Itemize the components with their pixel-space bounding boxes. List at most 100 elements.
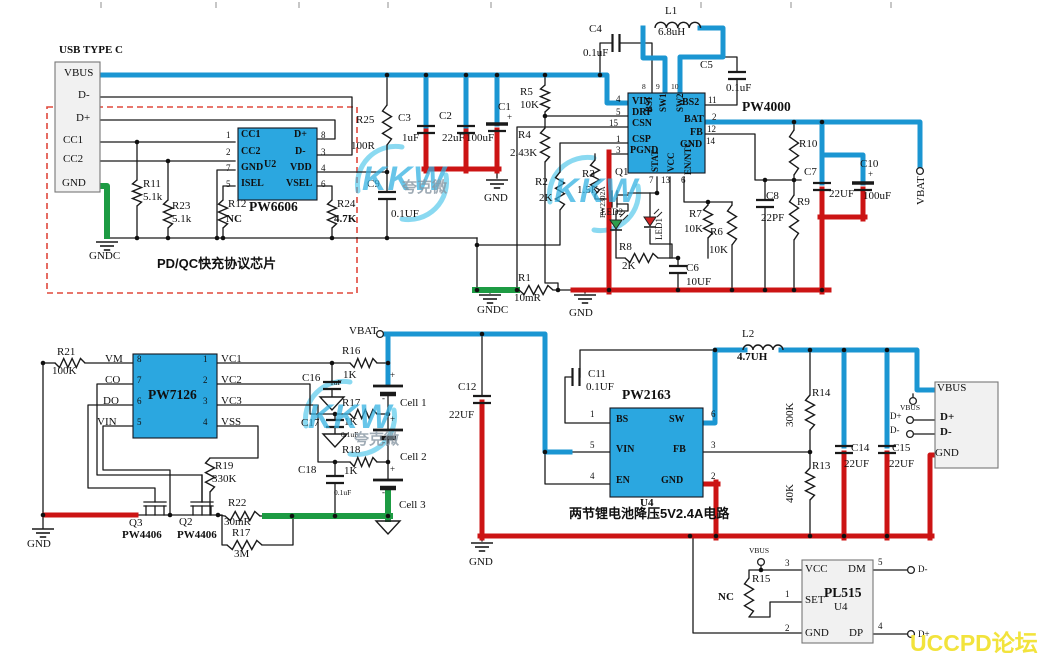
c6-val: 10UF	[686, 276, 712, 288]
usb-out-term-dminus: D-	[890, 425, 900, 435]
c1-val: 100uF	[466, 132, 495, 144]
r6-val: 10K	[709, 244, 728, 256]
c1-plus: +	[507, 112, 513, 122]
pw6606-pin8: D+	[294, 129, 307, 140]
c3-ref: C3	[398, 112, 411, 124]
c18-val: 0.1uF	[334, 488, 352, 497]
pw4000-pin1-num: 1	[616, 134, 621, 144]
pw7126-pin7-num: 7	[137, 375, 142, 385]
watermark-kkw-1: KKW	[362, 160, 447, 198]
r8-val: 2K	[622, 260, 636, 272]
pw4000-pin-fb-num: 12	[707, 124, 716, 134]
c5-val: 0.1uF	[726, 82, 752, 94]
r11-ref: R11	[143, 178, 161, 190]
pw4000-pin-gnd: GND	[680, 139, 703, 150]
c1-ref: C1	[498, 101, 511, 113]
wires-blue	[97, 25, 938, 455]
r14-ref: R14	[812, 387, 831, 399]
l2-ref: L2	[742, 328, 755, 340]
pw4000-pin-bat: BAT	[684, 114, 704, 125]
pw4000-pin-sw1: SW1	[658, 93, 668, 112]
capacitor-symbols	[323, 34, 896, 485]
r8-ref: R8	[619, 241, 632, 253]
pw7126-pin-vin: VIN	[97, 416, 117, 428]
pw2163-pin2-num: 2	[711, 471, 716, 481]
r9-ref: R9	[797, 196, 810, 208]
c17-val: 0.1uF	[341, 430, 359, 439]
c11-val: 0.1UF	[586, 381, 614, 393]
r19-ref: R19	[215, 460, 234, 472]
protocol-caption: PD/QC快充协议芯片	[157, 256, 277, 271]
pw7126-pin-vc1: VC1	[221, 353, 242, 365]
pw6606-pin6: VSEL	[286, 178, 313, 189]
r13-ref: R13	[812, 460, 831, 472]
pw7126-pin6-num: 6	[137, 396, 142, 406]
ground-symbols	[32, 179, 596, 552]
gndc2-label: GNDC	[477, 304, 509, 316]
r23-val: 5.1k	[172, 213, 192, 225]
pl515-pin1-num: 1	[785, 589, 790, 599]
q1-ref: Q1	[615, 166, 629, 178]
watermark-sub-1: 夸克微	[402, 179, 448, 196]
pw7126-pin4-num: 4	[203, 417, 208, 427]
r7-val: 10K	[684, 223, 703, 235]
cell3-plus: +	[390, 464, 396, 474]
pl515-pin2-num: 2	[785, 623, 790, 633]
r3-ref: R3	[582, 168, 595, 180]
q2-part: PW4406	[177, 529, 217, 541]
gnd-buck-label: GND	[469, 556, 493, 568]
pw4000-pin-stat: STAT	[650, 149, 660, 172]
pw4000-pin-bs1: BS1	[644, 96, 654, 112]
usb-out-pin-gnd: GND	[935, 447, 959, 459]
usb-in-pin-gnd: GND	[62, 177, 86, 189]
pw4000-pin-vcc-num: 13	[661, 175, 670, 185]
cell1-plus: +	[390, 370, 396, 380]
pw7126-name: PW7126	[148, 387, 197, 402]
junction-dots	[40, 72, 890, 573]
pw4000-pin15-num: 15	[609, 118, 618, 128]
r11-val: 5.1k	[143, 191, 163, 203]
cell2-minus: -	[382, 437, 385, 447]
r22-ref: R22	[228, 497, 247, 509]
pw4000-pin3: PGND	[630, 145, 659, 156]
r3-val: 1.5K	[577, 184, 599, 196]
watermark-kkw-3: KKW	[308, 398, 393, 436]
pl515-pin-vcc: VCC	[805, 563, 828, 575]
pw4000-pin-sw2-num: 10	[671, 82, 679, 91]
pw7126-pin1-num: 1	[203, 354, 208, 364]
pw2163-pin-en: EN	[616, 475, 630, 486]
c8-val: 22PF	[761, 212, 785, 224]
inductor-symbols	[654, 21, 784, 351]
c10-ref: C10	[860, 158, 879, 170]
pw4000-pin-sw1-num: 9	[656, 82, 660, 91]
pw2163-pin4-num: 4	[590, 471, 595, 481]
pw4000-pin-bat-num: 2	[712, 112, 717, 122]
r2-ref: R2	[535, 176, 548, 188]
r10-ref: R10	[799, 138, 818, 150]
buck-caption: 两节锂电池降压5V2.4A电路	[569, 506, 730, 521]
pl515-ref: U4	[834, 601, 848, 613]
pw4000-name: PW4000	[742, 99, 791, 114]
watermark-sub-3: 夸克微	[354, 431, 400, 448]
wires-red	[42, 127, 938, 541]
pw6606-pin8-num: 8	[321, 130, 326, 140]
pw4000-pin-stat-num: 7	[649, 175, 654, 185]
pw4000-pin4-num: 4	[616, 94, 621, 104]
c4-val: 0.1uF	[583, 47, 609, 59]
pw4000-pin3-num: 3	[616, 145, 621, 155]
pw4000-pin1: CSP	[632, 134, 651, 145]
c3-val: 1uF	[402, 132, 420, 144]
pw2163-name: PW2163	[622, 387, 671, 402]
pw6606-pin4: VDD	[290, 162, 312, 173]
pl515-name: PL515	[824, 585, 862, 600]
r21-ref: R21	[57, 346, 76, 358]
r17c-val: 3M	[234, 548, 250, 560]
connector-boxes	[54, 61, 999, 644]
pw4000-pin-vcc: VCC	[666, 152, 676, 173]
pw6606-pin5-num: 5	[226, 179, 231, 189]
pw6606-pin4-num: 4	[321, 163, 326, 173]
pw4000-pin-bs2: BS2	[682, 97, 700, 108]
c4-ref: C4	[589, 23, 602, 35]
c5-ref: C5	[700, 59, 713, 71]
pw7126-pin-co: CO	[105, 374, 121, 386]
